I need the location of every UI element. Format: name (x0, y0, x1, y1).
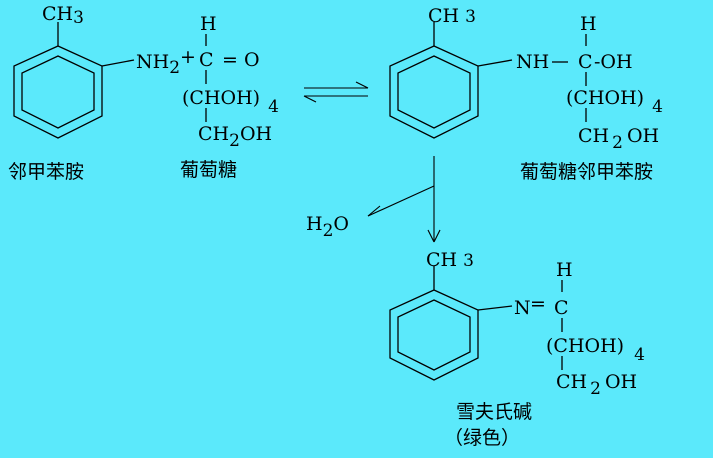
adduct-name: 葡萄糖邻甲苯胺 (520, 161, 653, 183)
benzene-ring-2 (389, 45, 479, 139)
benzene-ring-3 (389, 289, 479, 381)
nh-bond (477, 59, 513, 67)
adduct-oh: -OH (594, 51, 633, 73)
product-color-note: （绿色） (444, 427, 520, 449)
glucose-chain: (CHOH)4 (182, 87, 279, 117)
equilibrium-arrows (303, 81, 369, 103)
glucose-c: C (199, 49, 214, 71)
glucose-h: H (200, 13, 217, 35)
benzene-ring-3-inner (397, 299, 471, 371)
product-n-bond (477, 305, 513, 311)
water-label: H2O (306, 213, 349, 241)
adduct-nh: NH (516, 51, 549, 73)
glucose-structure: H C = O (CHOH)4 CH2OH 葡萄糖 (180, 13, 279, 181)
amine-label: NH2+ (136, 46, 196, 78)
benzene-ring-2-inner (397, 55, 471, 129)
methyl-label-1: CH3 (42, 3, 84, 28)
glucose-name: 葡萄糖 (180, 159, 237, 181)
product-c: C (554, 297, 569, 319)
product-name: 雪夫氏碱 (456, 401, 532, 423)
water-arrow-line (367, 185, 435, 217)
product-eq: = (530, 293, 546, 315)
benzene-ring-1-inner (21, 55, 95, 129)
product-h: H (556, 259, 573, 281)
forward-arrow-head (355, 81, 369, 89)
glucose-eq-o: = O (222, 49, 260, 71)
adduct-c: C (578, 51, 593, 73)
glucose-ch2oh: CH2OH (198, 123, 272, 151)
reverse-arrow-head (303, 95, 317, 103)
water-arrow-head (367, 205, 381, 217)
o-toluidine-structure: CH3 NH2+ 邻甲苯胺 (8, 3, 196, 183)
adduct-chain: (CHOH)4 (566, 87, 663, 117)
down-arrow-head-left (427, 229, 435, 243)
o-toluidine-name: 邻甲苯胺 (8, 161, 84, 183)
down-arrow-head-right (433, 229, 441, 243)
benzene-ring-1 (13, 45, 103, 139)
amine-bond-1 (101, 59, 135, 67)
product-n: N (514, 297, 531, 319)
adduct-h: H (580, 13, 597, 35)
dehydration-arrows (367, 156, 441, 243)
product-chain: (CHOH)4 (546, 335, 645, 365)
